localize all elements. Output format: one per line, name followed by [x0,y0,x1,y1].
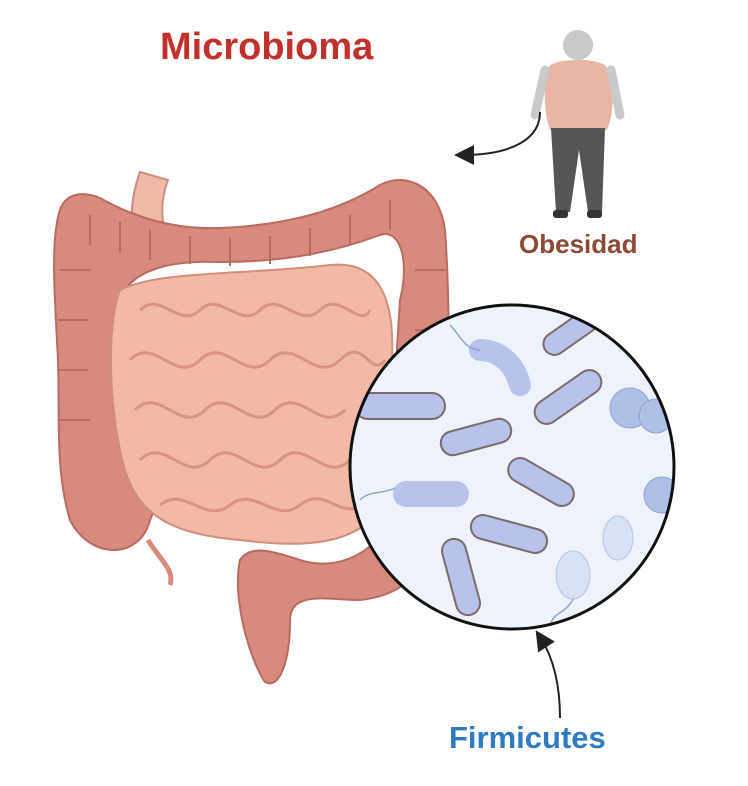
bacterium [441,537,481,617]
magnified-bacteria-view [348,303,676,631]
bacterium [469,514,549,554]
arrow-obesity-to-intestine [454,111,541,165]
bacterium [393,481,469,507]
obesity-label: Obesidad [519,229,638,259]
arrow-firmicutes-to-circle [535,630,561,719]
intestine-illustration [53,170,450,685]
bacterium [354,392,446,420]
intestine-folds [128,302,387,513]
bacteria [354,310,673,626]
appendix [145,538,174,586]
firmicutes-label: Firmicutes [449,720,606,755]
magnifier-border [348,303,676,631]
person-figure [530,30,625,218]
bacterium [507,457,575,507]
bacterium [469,339,531,396]
colon [53,179,450,685]
diagram-title: Microbioma [160,26,374,68]
bacterium [439,417,513,457]
bacterium [533,369,603,425]
